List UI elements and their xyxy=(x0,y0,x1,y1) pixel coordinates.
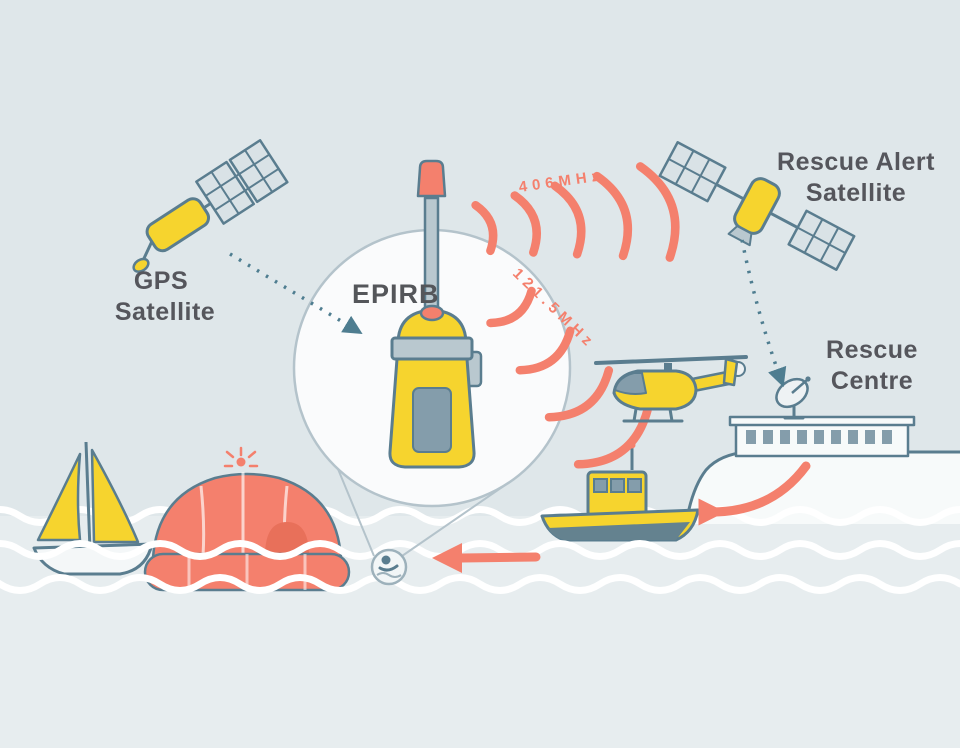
rescue-alert-satellite-label-line2: Satellite xyxy=(806,179,906,207)
gps-satellite-horn xyxy=(132,257,150,273)
epirb-device xyxy=(388,159,483,469)
epirb-label: EPIRB xyxy=(352,279,440,309)
rescue-alert-satellite-icon xyxy=(658,141,856,271)
raft-beacon-light-icon xyxy=(223,446,259,468)
epirb-activation-button xyxy=(419,304,445,322)
signal-waves-406mhz xyxy=(471,162,680,262)
sailboat-main-sail xyxy=(90,448,140,544)
sailboat-jib-sail xyxy=(36,452,82,542)
helicopter-skids xyxy=(622,407,684,423)
helicopter-icon xyxy=(594,355,748,423)
rescue-alert-satellite-label-line1: Rescue Alert xyxy=(777,148,935,176)
rescue-centre-label-line1: Rescue xyxy=(826,336,918,364)
sailboat-mast xyxy=(84,441,92,551)
helicopter-tail-fin xyxy=(722,357,739,387)
gps-solar-panel-grid xyxy=(205,149,280,215)
rescue-satellite-nozzle xyxy=(727,225,753,247)
person-in-water-icon xyxy=(370,548,408,586)
gps-to-epirb-arrow xyxy=(229,252,363,334)
helicopter-rotor-mast xyxy=(664,363,672,375)
epirb-antenna-tip xyxy=(416,159,447,198)
gps-satellite-label-line1: GPS xyxy=(134,267,188,295)
rescue-centre xyxy=(684,376,960,525)
rescue-centre-building xyxy=(728,376,916,458)
building-roof-parapet xyxy=(728,415,916,427)
rescue-direction-arrow xyxy=(432,543,541,573)
person-head xyxy=(381,555,391,565)
gps-satellite-label-line2: Satellite xyxy=(115,298,215,326)
magnifier-cone xyxy=(337,468,512,557)
person-arm xyxy=(378,564,399,572)
diagram-labels: GPS Satellite Rescue Alert Satellite Res… xyxy=(115,148,935,395)
person-callout-circle xyxy=(370,548,408,586)
gps-satellite-icon xyxy=(132,139,289,273)
rescue-dispatch-arrow xyxy=(698,461,811,526)
rescue-satellite-panel-grid xyxy=(668,150,846,262)
person-water-ripple xyxy=(376,572,402,578)
lifeboat-icon xyxy=(540,441,700,542)
building-windows xyxy=(746,430,892,444)
epirb-collar xyxy=(390,336,474,361)
lifeboat-hull-waterline xyxy=(548,522,690,540)
helicopter-rotor xyxy=(594,355,748,365)
rescue-centre-label-line2: Centre xyxy=(831,367,913,395)
helicopter-cockpit-window xyxy=(614,372,647,395)
epirb-screen xyxy=(412,387,452,453)
lifeboat-windows xyxy=(593,478,642,493)
satellite-to-rescue-centre-arrow xyxy=(740,239,787,388)
